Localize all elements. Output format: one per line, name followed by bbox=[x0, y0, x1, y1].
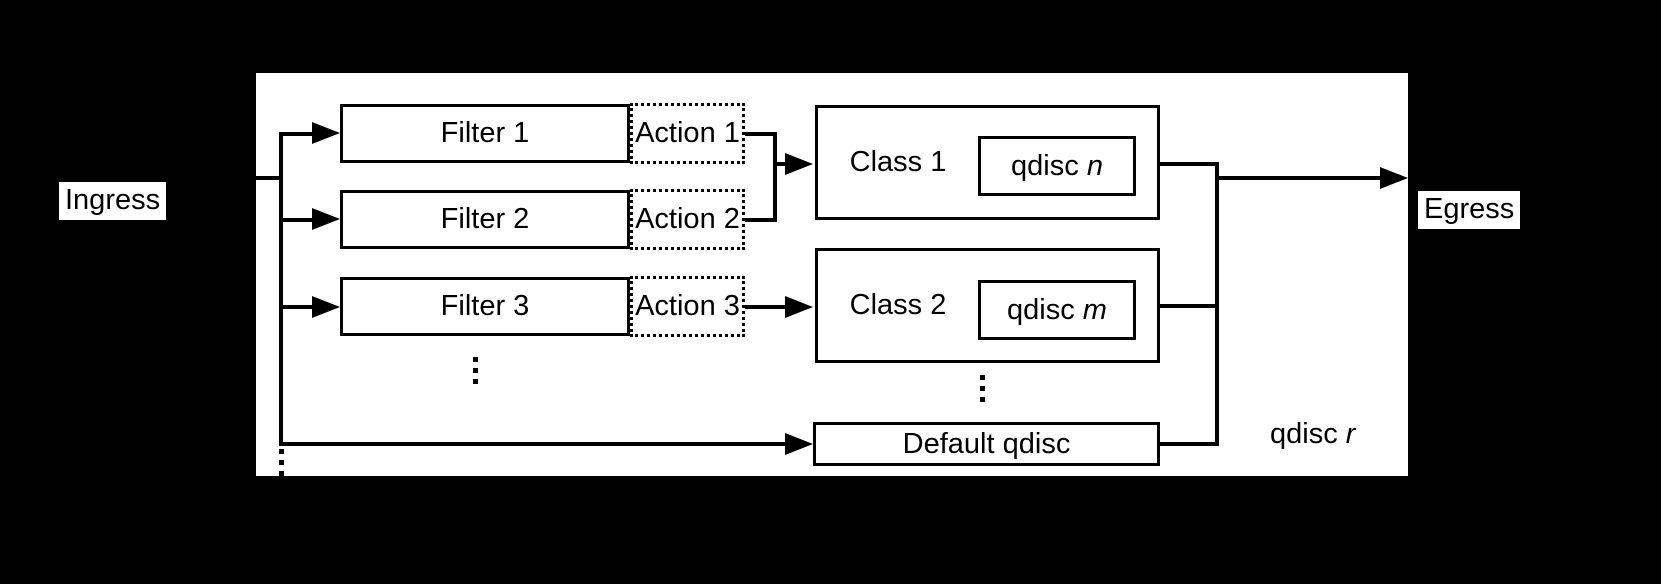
default-qdisc-box: Default qdisc bbox=[813, 422, 1160, 466]
class-1-label: Class 1 bbox=[849, 146, 947, 178]
action-3-out-line bbox=[745, 305, 787, 309]
filter-2-label: Filter 2 bbox=[440, 203, 530, 235]
class-1-out-line bbox=[1160, 162, 1219, 166]
filter-1-label: Filter 1 bbox=[440, 117, 530, 149]
filter-1-box: Filter 1 bbox=[340, 104, 630, 163]
ellipsis-trunk-continuation bbox=[279, 449, 284, 476]
qdisc-m-label: qdisc m bbox=[1007, 293, 1107, 326]
action-3-label: Action 3 bbox=[635, 290, 740, 322]
action-1-label: Action 1 bbox=[635, 117, 740, 149]
action-2-out-line bbox=[745, 218, 777, 222]
root-qdisc-label: qdisc r bbox=[1270, 418, 1356, 450]
branch-line-filter-1 bbox=[279, 132, 312, 136]
filter-2-box: Filter 2 bbox=[340, 190, 630, 249]
action-1-out-line bbox=[745, 132, 777, 136]
ellipsis-filters bbox=[473, 357, 478, 384]
arrow-head-filter-1 bbox=[312, 122, 340, 144]
arrow-head-class-2 bbox=[785, 296, 813, 318]
class-2-box: Class 2 qdisc m bbox=[815, 248, 1160, 363]
arrow-head-egress bbox=[1380, 167, 1408, 189]
ellipsis-classes bbox=[980, 375, 985, 402]
ingress-line bbox=[256, 176, 283, 180]
default-qdisc-line bbox=[279, 442, 785, 446]
action-2-label: Action 2 bbox=[635, 203, 740, 235]
action-3-box: Action 3 bbox=[630, 276, 745, 337]
default-qdisc-label: Default qdisc bbox=[902, 427, 1071, 460]
branch-line-filter-3 bbox=[279, 305, 312, 309]
egress-line bbox=[1215, 176, 1380, 180]
action-join-line bbox=[773, 132, 777, 222]
branch-line-filter-2 bbox=[279, 218, 312, 222]
filter-3-label: Filter 3 bbox=[440, 290, 530, 322]
filter-3-box: Filter 3 bbox=[340, 277, 630, 336]
qdisc-m-box: qdisc m bbox=[978, 280, 1136, 340]
action-2-box: Action 2 bbox=[630, 189, 745, 250]
ingress-label: Ingress bbox=[59, 182, 167, 220]
qdisc-n-label: qdisc n bbox=[1011, 149, 1103, 182]
class-2-out-line bbox=[1160, 304, 1219, 308]
arrow-head-filter-2 bbox=[312, 208, 340, 230]
qdisc-n-box: qdisc n bbox=[978, 136, 1136, 196]
collector-line bbox=[1215, 162, 1219, 446]
egress-label: Egress bbox=[1418, 191, 1521, 229]
class-2-label: Class 2 bbox=[849, 289, 947, 321]
action-1-box: Action 1 bbox=[630, 103, 745, 164]
class-1-entry-line bbox=[773, 162, 787, 166]
arrow-head-class-1 bbox=[785, 153, 813, 175]
arrow-head-filter-3 bbox=[312, 296, 340, 318]
class-1-box: Class 1 qdisc n bbox=[815, 105, 1160, 220]
default-out-line bbox=[1160, 442, 1219, 446]
arrow-head-default-qdisc bbox=[785, 433, 813, 455]
trunk-line bbox=[279, 132, 283, 446]
